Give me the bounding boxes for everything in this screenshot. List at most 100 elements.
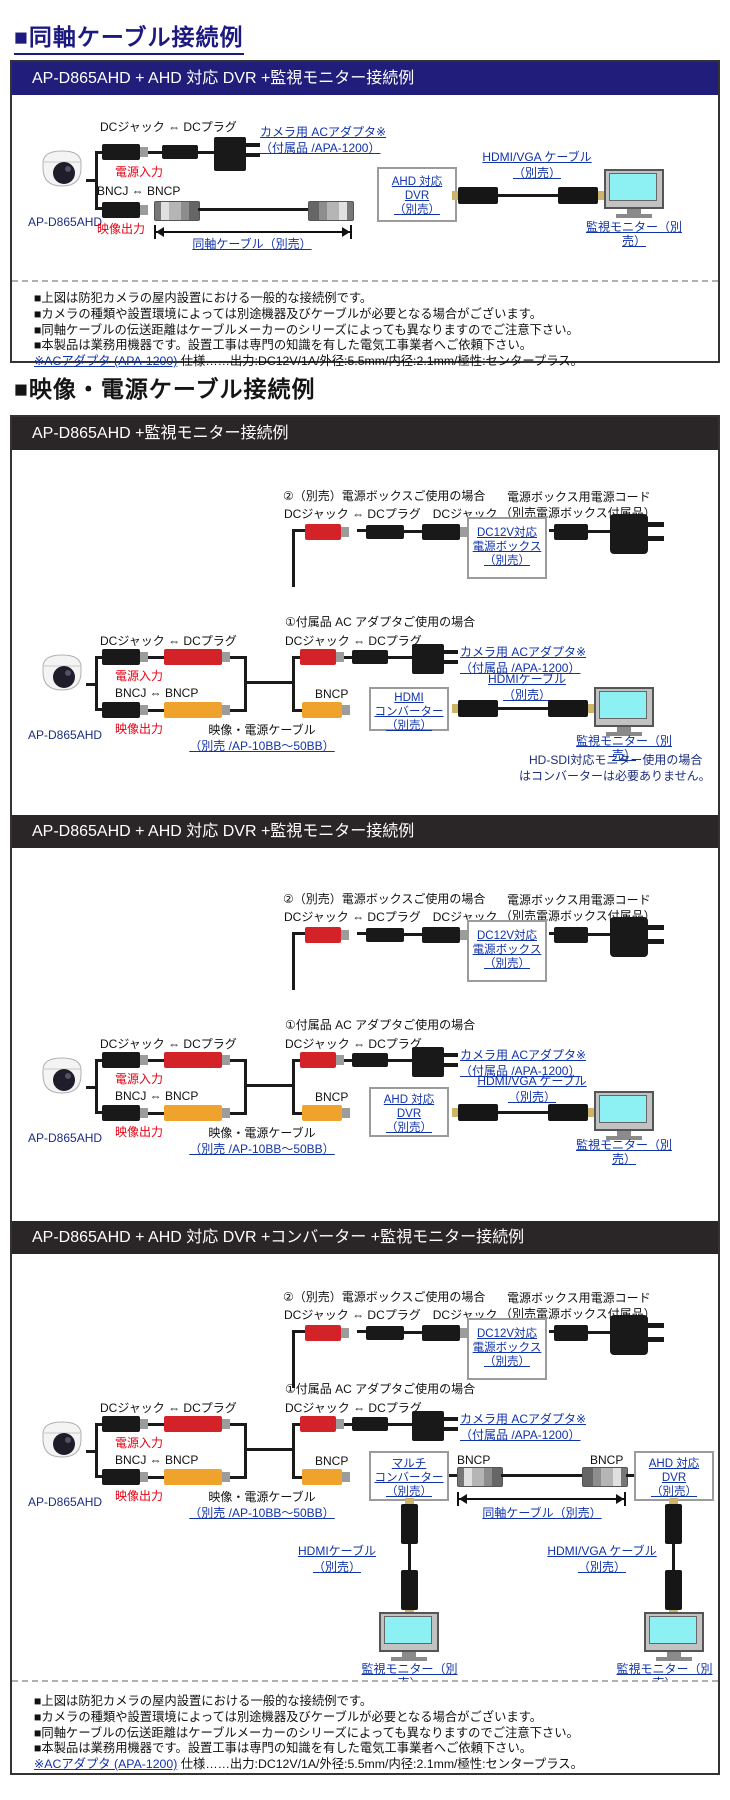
power-box-line2[interactable]: 電源ボックス	[472, 541, 542, 553]
connector-tip	[460, 1328, 468, 1338]
ahd-dvr-line1[interactable]: AHD 対応	[391, 176, 443, 188]
link-sold-separately[interactable]: （別売）	[507, 1090, 556, 1104]
hdmi-gold-tip	[588, 1108, 594, 1117]
link-sold-separately[interactable]: （別売）	[512, 166, 561, 180]
power-box-line2[interactable]: 電源ボックス	[472, 1342, 542, 1354]
monitor-base	[606, 732, 642, 736]
note-line: ■本製品は業務用機器です。設置工事は専門の知識を有した電気工事業者へご依頼下さい…	[34, 338, 533, 353]
link-camera-ac-adapter-2[interactable]: （付属品 /APA-1200）	[460, 661, 581, 675]
connector-tip	[342, 1108, 350, 1118]
ac-prong	[444, 1417, 458, 1421]
ac-prong	[246, 153, 260, 157]
link-hdmi-cable[interactable]: HDMIケーブル	[488, 672, 566, 686]
ac-plug-icon	[610, 514, 648, 554]
link-hdmi-vga-cable[interactable]: HDMI/VGA ケーブル	[477, 1074, 587, 1088]
video-stub-wire	[95, 1111, 102, 1114]
hdmi-connector-vertical	[665, 1498, 682, 1544]
power-box-line1[interactable]: DC12V対応	[476, 1328, 538, 1340]
monitor-icon	[644, 1612, 704, 1662]
monitor-base	[606, 1136, 642, 1140]
monitor-base	[391, 1657, 427, 1661]
label-dc-pair: DCジャック ⇔ DCプラグ	[100, 120, 237, 134]
converter-line2[interactable]: コンバーター	[374, 706, 444, 718]
ahd-dvr-line1[interactable]: AHD 対応	[383, 1094, 435, 1106]
label-video-output: 映像出力	[115, 1489, 164, 1503]
bncp-yellow-connector	[164, 1105, 230, 1121]
power-box-line3[interactable]: （別売）	[484, 1356, 530, 1368]
link-monitor[interactable]: 監視モニター（別売）	[361, 1662, 458, 1680]
ahd-dvr-line3[interactable]: （別売）	[651, 1486, 697, 1498]
link-av-cable-model[interactable]: （別売 /AP-10BB～50BB）	[189, 1142, 335, 1156]
monitor-screen	[649, 1616, 697, 1644]
multi-converter-line2[interactable]: コンバーター	[374, 1472, 444, 1484]
ahd-dvr-line2[interactable]: DVR	[404, 190, 430, 202]
ahd-dvr-line2[interactable]: DVR	[396, 1108, 422, 1120]
link-hdmi-vga-cable[interactable]: HDMI/VGA ケーブル	[547, 1544, 657, 1558]
link-ac-adapter-spec[interactable]: ※ACアダプタ (APA-1200)	[34, 354, 178, 369]
hdmi-gold-tip	[452, 191, 458, 200]
link-monitor[interactable]: 監視モニター（別売）	[575, 734, 672, 762]
ahd-dvr-line2[interactable]: DVR	[661, 1472, 687, 1484]
connector-tip	[342, 1472, 350, 1482]
link-monitor[interactable]: 監視モニター（別売）	[616, 1662, 713, 1680]
junction-wire	[244, 656, 247, 712]
link-sold-separately[interactable]: （別売）	[312, 1560, 361, 1574]
link-monitor[interactable]: 監視モニター（別売）	[575, 1138, 672, 1166]
converter-line3[interactable]: （別売）	[386, 720, 432, 732]
ac-prong	[648, 1323, 664, 1328]
connector-tip	[342, 705, 350, 715]
label-dc-pair: DCジャック ⇔ DCプラグ	[285, 1037, 422, 1051]
link-monitor[interactable]: 監視モニター（別売）	[585, 220, 682, 248]
power-box-line2[interactable]: 電源ボックス	[472, 944, 542, 956]
note-line: ※ACアダプタ (APA-1200) 仕様……出力:DC12V/1A/外径:5.…	[34, 1757, 718, 1773]
link-camera-ac-adapter-2[interactable]: （付属品 /APA-1200）	[460, 1428, 581, 1442]
ahd-dvr-line3[interactable]: （別売）	[394, 204, 440, 216]
ahd-dvr-line1[interactable]: AHD 対応	[648, 1458, 700, 1470]
junction-wire	[292, 1423, 295, 1479]
link-coax-cable[interactable]: 同軸ケーブル（別売）	[192, 237, 312, 251]
monitor-screen	[599, 1095, 647, 1123]
link-sold-separately[interactable]: （別売）	[502, 688, 551, 702]
label-dc-pair: DCジャック ⇔ DCプラグ	[285, 1401, 422, 1415]
link-av-cable-model[interactable]: （別売 /AP-10BB～50BB）	[189, 1506, 335, 1520]
power-box-line3[interactable]: （別売）	[484, 958, 530, 970]
power-box-line1[interactable]: DC12V対応	[476, 930, 538, 942]
multi-converter-line1[interactable]: マルチ	[391, 1458, 427, 1470]
converter-line1[interactable]: HDMI	[394, 692, 424, 704]
link-coax-cable[interactable]: 同軸ケーブル（別売）	[482, 1506, 602, 1520]
link-hdmi-vga-cable[interactable]: HDMI/VGA ケーブル	[482, 150, 592, 164]
link-ac-adapter-spec[interactable]: ※ACアダプタ (APA-1200)	[34, 1757, 178, 1772]
dc-plug-red-connector	[164, 649, 230, 665]
ahd-dvr-line3[interactable]: （別売）	[386, 1122, 432, 1134]
hdmi-connector	[452, 700, 498, 717]
dc-jack-connector	[102, 144, 148, 160]
link-camera-ac-adapter[interactable]: カメラ用 ACアダプタ※	[260, 125, 387, 139]
coax-example-box: AP-D865AHD + AHD 対応 DVR +監視モニター接続例 DCジャッ…	[10, 60, 720, 369]
connector-tip	[460, 527, 468, 537]
link-av-cable-model[interactable]: （別売 /AP-10BB～50BB）	[189, 739, 335, 753]
multi-converter-line3[interactable]: （別売）	[386, 1486, 432, 1498]
label-av-cable: 映像・電源ケーブル	[208, 1490, 316, 1504]
label-case2-pair: DCジャック ⇔ DCプラグ DCジャック	[284, 910, 498, 924]
notes-block: ■上図は防犯カメラの屋内設置における一般的な接続例です。 ■カメラの種類や設置環…	[12, 280, 718, 369]
label-dc-pair: DCジャック ⇔ DCプラグ	[100, 1401, 237, 1415]
link-camera-ac-adapter-2[interactable]: （付属品 /APA-1200）	[460, 1064, 581, 1078]
label-power-cord: 電源ボックス用電源コード	[507, 490, 651, 504]
wire	[148, 1476, 164, 1479]
link-camera-ac-adapter-2[interactable]: （付属品 /APA-1200）	[260, 141, 381, 155]
power-box-line1[interactable]: DC12V対応	[476, 527, 538, 539]
ac-plug-icon	[610, 917, 648, 957]
link-camera-ac-adapter[interactable]: カメラ用 ACアダプタ※	[460, 1412, 587, 1426]
hdmi-connector	[548, 1104, 594, 1121]
connector-tip	[222, 1108, 230, 1118]
wire	[549, 529, 554, 532]
hdmi-cable-line	[672, 1544, 675, 1570]
branch-wire	[95, 657, 98, 710]
link-sold-separately[interactable]: （別売）	[577, 1560, 626, 1574]
link-camera-ac-adapter[interactable]: カメラ用 ACアダプタ※	[460, 645, 587, 659]
wire	[357, 529, 366, 532]
connector-tip	[222, 1472, 230, 1482]
link-camera-ac-adapter[interactable]: カメラ用 ACアダプタ※	[460, 1048, 587, 1062]
power-box-line3[interactable]: （別売）	[484, 555, 530, 567]
link-hdmi-cable[interactable]: HDMIケーブル	[298, 1544, 376, 1558]
